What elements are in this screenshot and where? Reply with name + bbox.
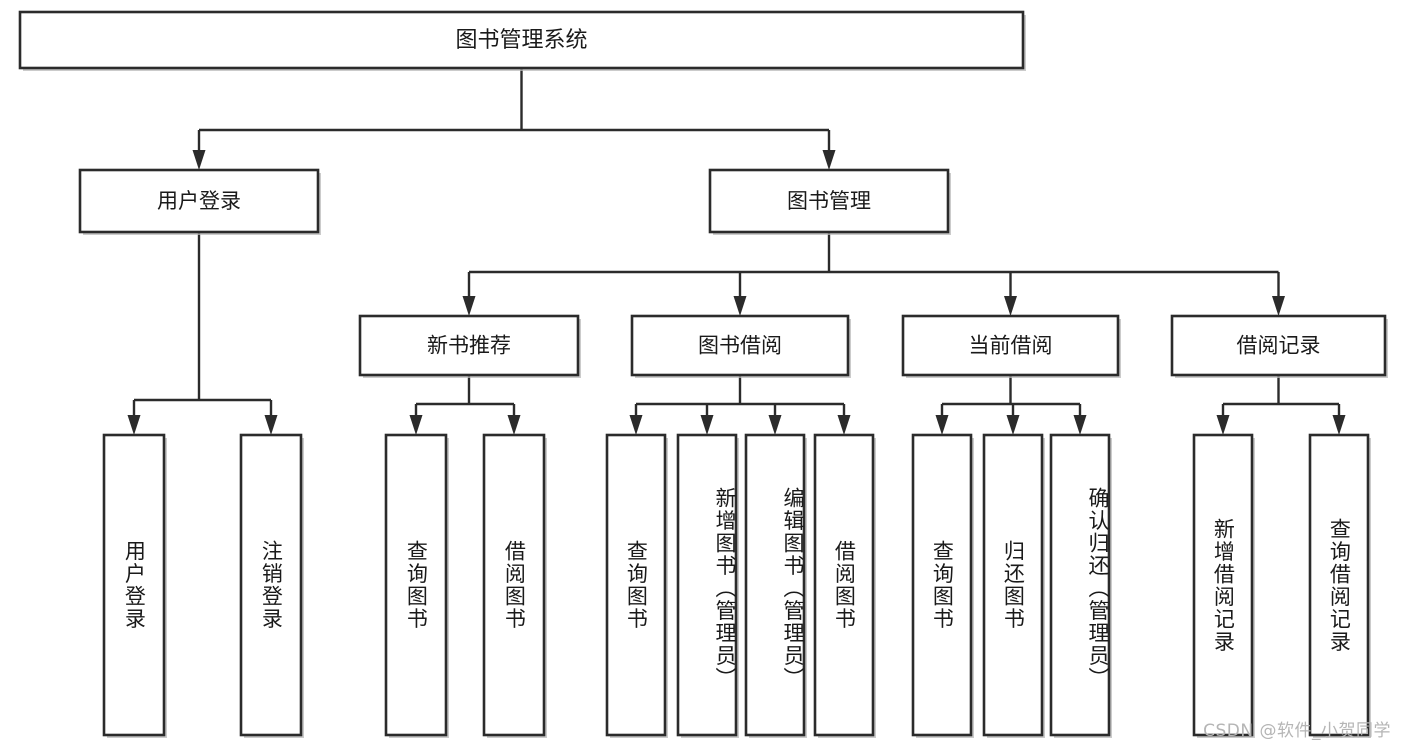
node-box-leaf-borrow-book[interactable] [813, 433, 875, 737]
node-box-leaf-query-borrow-record[interactable] [1308, 433, 1370, 737]
node-box-book-borrow[interactable] [630, 314, 850, 377]
arrowhead-leaf-query-borrow-record [1332, 415, 1346, 435]
node-box-leaf-logout[interactable] [239, 433, 303, 737]
node-box-leaf-confirm-return-admin[interactable] [1049, 433, 1111, 737]
arrowhead-leaf-user-login [127, 415, 141, 435]
node-box-leaf-edit-book-admin[interactable] [744, 433, 806, 737]
node-box-root[interactable] [18, 10, 1025, 70]
arrowhead-borrow-record [1272, 296, 1285, 316]
node-label-book-borrow: 图书借阅 [698, 334, 782, 358]
arrowhead-current-borrow [1004, 296, 1017, 316]
connectors-layer [127, 68, 1346, 435]
arrowhead-leaf-borrow-book-rec [507, 415, 521, 435]
arrowhead-user-login [192, 150, 206, 170]
node-box-user-login[interactable] [78, 168, 320, 234]
node-box-leaf-query-book-rec[interactable] [384, 433, 448, 737]
node-label-new-book-recommend: 新书推荐 [427, 334, 511, 358]
arrowhead-book-manage [822, 150, 836, 170]
node-box-leaf-borrow-book-rec[interactable] [482, 433, 546, 737]
arrowhead-leaf-confirm-return-admin [1073, 415, 1087, 435]
watermark-text: CSDN @软件_小贺同学 [1203, 721, 1391, 741]
node-box-leaf-user-login[interactable] [102, 433, 166, 737]
node-box-leaf-add-book-admin[interactable] [676, 433, 738, 737]
arrowhead-leaf-logout [264, 415, 278, 435]
node-box-book-manage[interactable] [708, 168, 950, 234]
arrowhead-leaf-edit-book-admin [768, 415, 782, 435]
arrowhead-book-borrow [733, 296, 747, 316]
node-label-book-manage: 图书管理 [787, 189, 871, 213]
node-label-borrow-record: 借阅记录 [1237, 334, 1321, 358]
arrowhead-leaf-query-book-borrow [629, 415, 643, 435]
arrowhead-leaf-add-book-admin [700, 415, 714, 435]
arrowhead-leaf-return-book [1006, 415, 1020, 435]
arrowhead-leaf-query-book-current [935, 415, 949, 435]
node-box-leaf-query-book-borrow[interactable] [605, 433, 667, 737]
node-label-user-login: 用户登录 [157, 189, 241, 213]
node-label-current-borrow: 当前借阅 [969, 334, 1053, 358]
node-box-leaf-add-borrow-record[interactable] [1192, 433, 1254, 737]
arrowhead-new-book-recommend [462, 296, 476, 316]
node-box-leaf-return-book[interactable] [982, 433, 1044, 737]
node-box-new-book-recommend[interactable] [358, 314, 580, 377]
arrowhead-leaf-query-book-rec [409, 415, 423, 435]
arrowhead-leaf-add-borrow-record [1216, 415, 1230, 435]
arrowhead-leaf-borrow-book [837, 415, 851, 435]
node-box-leaf-query-book-current[interactable] [911, 433, 973, 737]
node-box-borrow-record[interactable] [1170, 314, 1387, 377]
node-label-root: 图书管理系统 [455, 28, 587, 53]
node-box-current-borrow[interactable] [901, 314, 1120, 377]
